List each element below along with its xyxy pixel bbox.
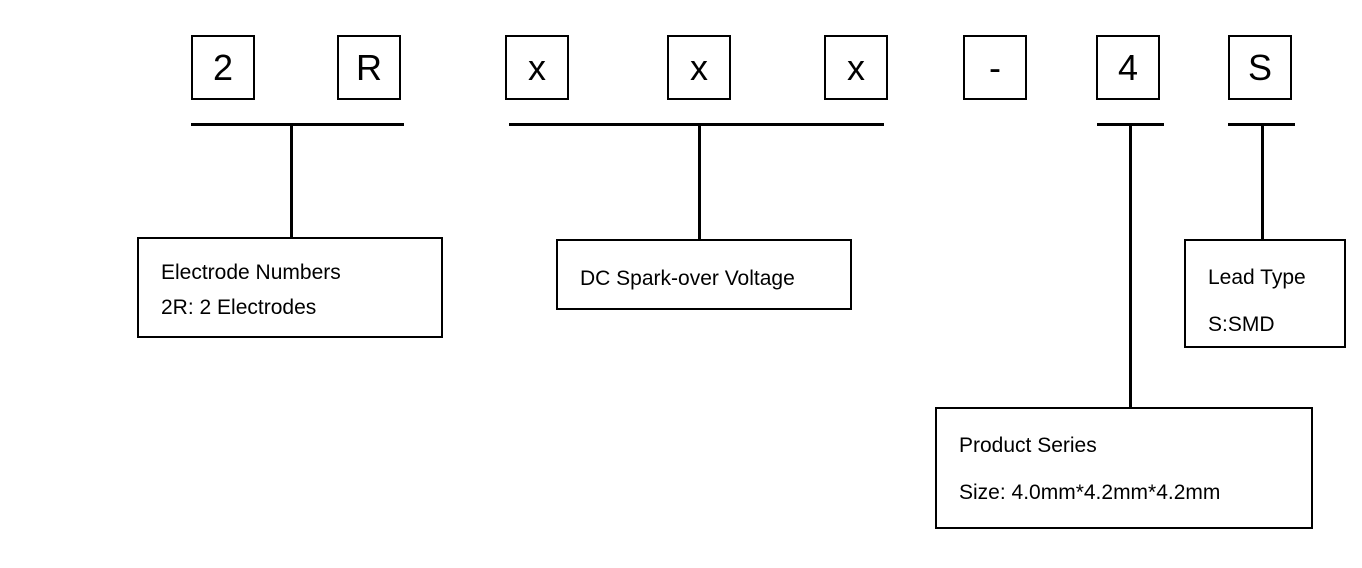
- electrode-bracket-line: [191, 123, 404, 126]
- code-char-voltage-2: x: [667, 35, 731, 100]
- electrode-numbers-title: Electrode Numbers: [161, 261, 341, 284]
- code-char-series: 4: [1096, 35, 1160, 100]
- voltage-connector-line: [698, 124, 701, 240]
- lead-type-box: Lead Type S:SMD: [1184, 239, 1346, 348]
- dc-spark-over-voltage-box: DC Spark-over Voltage: [556, 239, 852, 310]
- lead-connector-line: [1261, 124, 1264, 240]
- dc-spark-over-voltage-title: DC Spark-over Voltage: [580, 267, 795, 290]
- code-char-separator: -: [963, 35, 1027, 100]
- code-char-voltage-1: x: [505, 35, 569, 100]
- voltage-bracket-line: [509, 123, 884, 126]
- product-series-title: Product Series: [959, 434, 1097, 457]
- code-char-voltage-3: x: [824, 35, 888, 100]
- lead-type-title: Lead Type: [1208, 266, 1306, 289]
- electrode-connector-line: [290, 124, 293, 238]
- code-char-electrode-1: 2: [191, 35, 255, 100]
- series-connector-line: [1129, 124, 1132, 408]
- product-series-detail: Size: 4.0mm*4.2mm*4.2mm: [959, 481, 1221, 504]
- product-series-box: Product Series Size: 4.0mm*4.2mm*4.2mm: [935, 407, 1313, 529]
- code-char-electrode-2: R: [337, 35, 401, 100]
- electrode-numbers-detail: 2R: 2 Electrodes: [161, 296, 317, 319]
- electrode-numbers-box: Electrode Numbers 2R: 2 Electrodes: [137, 237, 443, 338]
- code-char-lead: S: [1228, 35, 1292, 100]
- lead-type-detail: S:SMD: [1208, 313, 1275, 336]
